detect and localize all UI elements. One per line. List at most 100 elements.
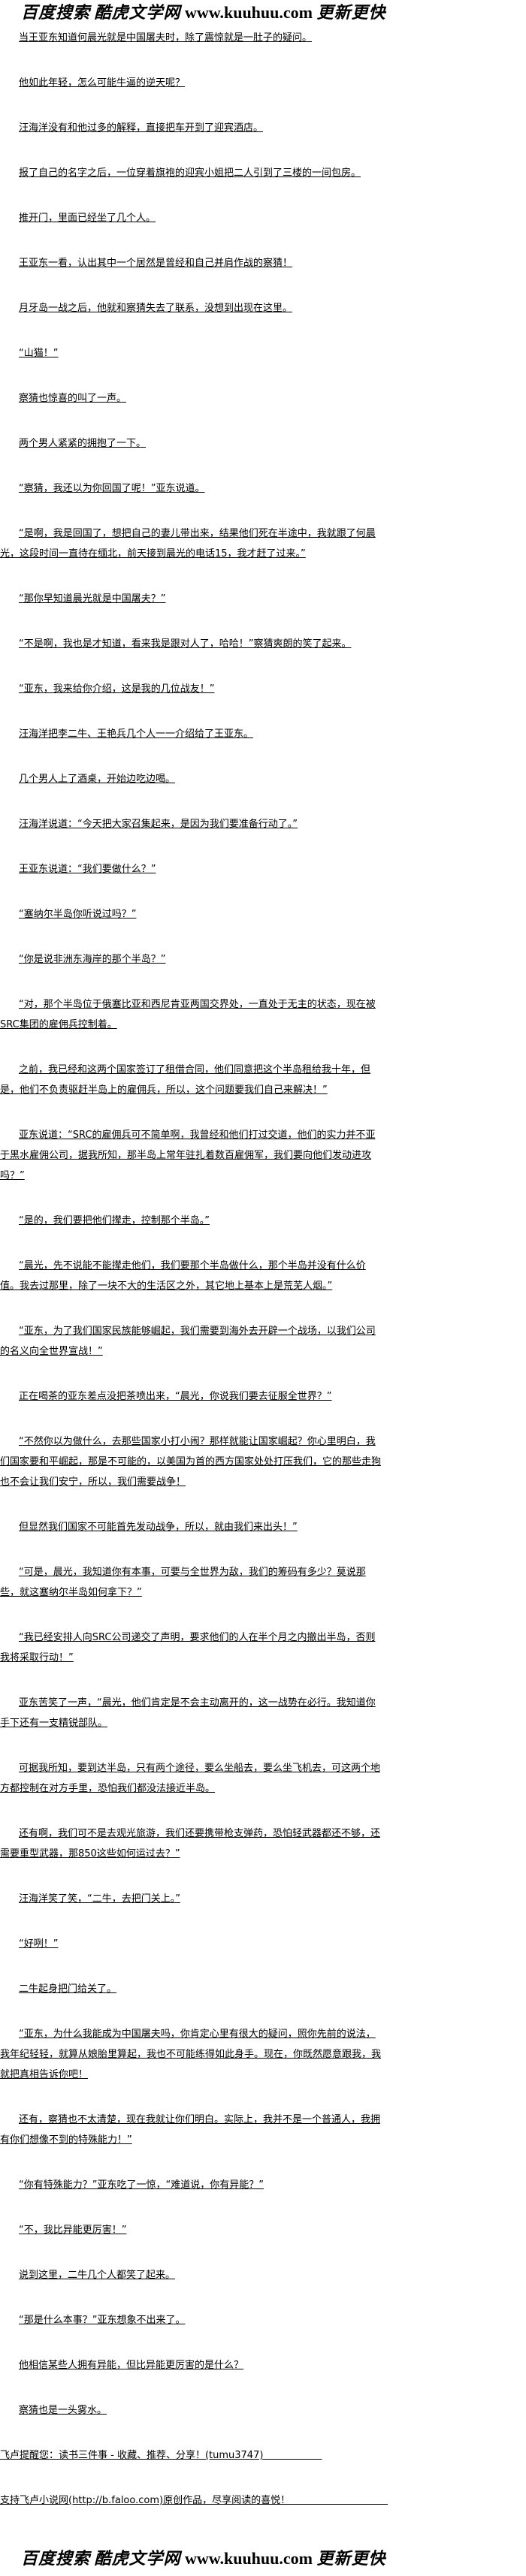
paragraph-text: 还有啊，我们可不是去观光旅游，我们还要携带枪支弹药，恐怕轻武器都还不够，还需要重… — [0, 1828, 381, 1860]
footer-reminder-text: 飞卢提醒您：读书三件事 - 收藏、推荐、分享！(tumu3747) — [0, 2450, 264, 2461]
paragraph-text: 可据我所知，要到达半岛，只有两个途径，要么坐船去，要么坐飞机去，可这两个地方都控… — [0, 1763, 381, 1794]
paragraph-text: “我已经安排人向SRC公司递交了声明，要求他们的人在半个月之内撤出半岛，否则我将… — [0, 1632, 376, 1664]
paragraph: 推开门，里面已经坐了几个人。 — [0, 208, 383, 228]
paragraph-text: “不然你以为做什么，去那些国家小打小闹？那样就能让国家崛起？你心里明白，我们国家… — [0, 1436, 382, 1488]
paragraph: “可是，晨光，我知道你有本事，可要与全世界为敌，我们的筹码有多少？莫说那些，就这… — [0, 1562, 383, 1603]
paragraph: 亚东苦笑了一声，“晨光，他们肯定是不会主动离开的，这一战势在必行。我知道你手下还… — [0, 1693, 383, 1733]
paragraph-text: 王亚东一看，认出其中一个居然是曾经和自己并肩作战的察猜！ — [19, 258, 293, 269]
paragraph: “不，我比异能更厉害！” — [0, 2220, 383, 2240]
banner-site-name: 酷虎文学网 — [94, 2549, 181, 2568]
paragraph: “不然你以为做什么，去那些国家小打小闹？那样就能让国家崛起？你心里明白，我们国家… — [0, 1431, 383, 1492]
paragraph-text: 报了自己的名字之后，一位穿着旗袍的迎宾小姐把二人引到了三楼的一间包房。 — [19, 167, 361, 179]
paragraph-text: 汪海洋把李二牛、王艳兵几个人一一介绍给了王亚东。 — [19, 728, 254, 740]
paragraph-text: 他如此年轻，怎么可能牛逼的逆天呢？ — [19, 77, 186, 89]
paragraph: 当王亚东知道何晨光就是中国屠夫时，除了震惊就是一肚子的疑问。 — [0, 28, 383, 48]
paragraph-text: 亚东说道：“SRC的雇佣兵可不简单啊，我曾经和他们打过交道，他们的实力并不亚于黑… — [0, 1130, 376, 1181]
paragraph-text: 汪海洋笑了笑，“二牛，去把门关上。” — [19, 1893, 180, 1905]
paragraph: 月牙岛一战之后，他就和察猜失去了联系，没想到出现在这里。 — [0, 298, 383, 318]
paragraph-text: “可是，晨光，我知道你有本事，可要与全世界为敌，我们的筹码有多少？莫说那些，就这… — [0, 1567, 366, 1598]
paragraph-text: “好咧！” — [19, 1938, 59, 1950]
paragraph-text: “是的，我们要把他们撵走，控制那个半岛。” — [19, 1215, 210, 1226]
paragraph: 汪海洋没有和他过多的解释，直接把车开到了迎宾酒店。 — [0, 118, 383, 138]
paragraph: “对，那个半岛位于俄塞比亚和西尼肯亚两国交界处，一直处于无主的状态，现在被SRC… — [0, 994, 383, 1035]
paragraph-text: “不，我比异能更厉害！” — [19, 2225, 127, 2236]
paragraph-text: 推开门，里面已经坐了几个人。 — [19, 213, 156, 224]
paragraph: “山猫！” — [0, 343, 383, 363]
site-banner-top: 百度搜索 酷虎文学网 www.kuuhuu.com 更新更快 — [21, 2, 385, 24]
paragraph-text: 他相信某些人拥有异能，但比异能更厉害的是什么？ — [19, 2360, 244, 2371]
paragraph-text: 但显然我们国家不可能首先发动战争，所以，就由我们来出头！” — [19, 1522, 298, 1533]
paragraph-text: 察猜也是一头雾水。 — [19, 2405, 107, 2416]
paragraph: 汪海洋说道：“今天把大家召集起来，是因为我们要准备行动了。” — [0, 814, 383, 834]
banner-search-text: 百度搜索 — [21, 3, 91, 22]
paragraph: 汪海洋笑了笑，“二牛，去把门关上。” — [0, 1889, 383, 1909]
paragraph-text: 之前，我已经和这两个国家签订了租借合同，他们同意把这个半岛租给我十年，但是，他们… — [0, 1064, 371, 1096]
paragraph: 还有，察猜也不太清楚，现在我就让你们明白。实际上，我并不是一个普通人，我拥有你们… — [0, 2110, 383, 2150]
paragraph: “亚东，为了我们国家民族能够崛起，我们需要到海外去开辟一个战场，以我们公司的名义… — [0, 1321, 383, 1362]
paragraph: “晨光，先不说能不能撵走他们，我们要那个半岛做什么，那个半岛并没有什么价值。我去… — [0, 1256, 383, 1296]
paragraph: 两个男人紧紧的拥抱了一下。 — [0, 433, 383, 454]
paragraph-text: “塞纳尔半岛你听说过吗？” — [19, 909, 137, 920]
paragraph-text: “那你早知道晨光就是中国屠夫？” — [19, 593, 166, 605]
paragraph: “你有特殊能力？”亚东吃了一惊，“难道说，你有异能？” — [0, 2175, 383, 2195]
banner-url[interactable]: www.kuuhuu.com — [185, 2549, 313, 2568]
site-banner-bottom: 百度搜索 酷虎文学网 www.kuuhuu.com 更新更快 — [21, 2547, 385, 2570]
paragraph: “亚东，我来给你介绍，这是我的几位战友！” — [0, 679, 383, 699]
paragraph-text: 察猜也惊喜的叫了一声。 — [19, 393, 127, 404]
paragraph: “你是说非洲东海岸的那个半岛？” — [0, 949, 383, 970]
paragraph-text: 月牙岛一战之后，他就和察猜失去了联系，没想到出现在这里。 — [19, 303, 293, 314]
paragraph: 但显然我们国家不可能首先发动战争，所以，就由我们来出头！” — [0, 1517, 383, 1537]
paragraph-text: 两个男人紧紧的拥抱了一下。 — [19, 438, 147, 449]
paragraph-text: 正在喝茶的亚东差点没把茶喷出来，“晨光，你说我们要去征服全世界？” — [19, 1391, 332, 1402]
paragraph-text: 还有，察猜也不太清楚，现在我就让你们明白。实际上，我并不是一个普通人，我拥有你们… — [0, 2114, 381, 2146]
paragraph-text: 当王亚东知道何晨光就是中国屠夫时，除了震惊就是一肚子的疑问。 — [19, 32, 313, 44]
paragraph-text: “亚东，我来给你介绍，这是我的几位战友！” — [19, 683, 215, 695]
paragraph-text: 汪海洋说道：“今天把大家召集起来，是因为我们要准备行动了。” — [19, 819, 298, 830]
footer-reminder: 飞卢提醒您：读书三件事 - 收藏、推荐、分享！(tumu3747) — [0, 2445, 383, 2466]
paragraph: “塞纳尔半岛你听说过吗？” — [0, 904, 383, 925]
paragraph: “那你早知道晨光就是中国屠夫？” — [0, 589, 383, 609]
paragraph: 他相信某些人拥有异能，但比异能更厉害的是什么？ — [0, 2355, 383, 2375]
paragraph-text: “察猜，我还以为你回国了呢！”亚东说道。 — [19, 483, 205, 494]
paragraph-text: “山猫！” — [19, 348, 59, 359]
paragraph: 王亚东一看，认出其中一个居然是曾经和自己并肩作战的察猜！ — [0, 253, 383, 273]
paragraph: “我已经安排人向SRC公司递交了声明，要求他们的人在半个月之内撤出半岛，否则我将… — [0, 1627, 383, 1668]
paragraph-text: “晨光，先不说能不能撵走他们，我们要那个半岛做什么，那个半岛并没有什么价值。我去… — [0, 1260, 366, 1292]
paragraph-text: 几个男人上了酒桌，开始边吃边喝。 — [19, 774, 176, 785]
banner-slogan: 更新更快 — [316, 3, 386, 22]
banner-site-name: 酷虎文学网 — [94, 3, 181, 22]
paragraph: “察猜，我还以为你回国了呢！”亚东说道。 — [0, 478, 383, 499]
paragraph-text: “那是什么本事？”亚东想象不出来了。 — [19, 2315, 186, 2326]
paragraph-text: “亚东，为了我们国家民族能够崛起，我们需要到海外去开辟一个战场，以我们公司的名义… — [0, 1326, 376, 1357]
paragraph: 还有啊，我们可不是去观光旅游，我们还要携带枪支弹药，恐怕轻武器都还不够，还需要重… — [0, 1823, 383, 1864]
banner-url[interactable]: www.kuuhuu.com — [185, 3, 313, 22]
paragraph: 王亚东说道：“我们要做什么？” — [0, 859, 383, 879]
paragraph: 他如此年轻，怎么可能牛逼的逆天呢？ — [0, 73, 383, 93]
paragraph: 亚东说道：“SRC的雇佣兵可不简单啊，我曾经和他们打过交道，他们的实力并不亚于黑… — [0, 1125, 383, 1186]
paragraph: 说到这里，二牛几个人都笑了起来。 — [0, 2265, 383, 2285]
paragraph: “亚东，为什么我能成为中国屠夫吗，你肯定心里有很大的疑问，照你先前的说法，我年纪… — [0, 2024, 383, 2085]
paragraph-text: “对，那个半岛位于俄塞比亚和西尼肯亚两国交界处，一直处于无主的状态，现在被SRC… — [0, 999, 376, 1030]
footer-support: 支持飞卢小说网(http://b.faloo.com)原创作品，尽享阅读的喜悦！ — [0, 2490, 383, 2511]
chapter-text: 当王亚东知道何晨光就是中国屠夫时，除了震惊就是一肚子的疑问。他如此年轻，怎么可能… — [0, 28, 383, 2535]
paragraph: 察猜也惊喜的叫了一声。 — [0, 388, 383, 409]
paragraph: “是啊，我是回国了，想把自己的妻儿带出来，结果他们死在半途中，我就跟了何晨光，这… — [0, 523, 383, 564]
paragraph-text: “亚东，为什么我能成为中国屠夫吗，你肯定心里有很大的疑问，照你先前的说法，我年纪… — [0, 2029, 382, 2080]
paragraph: 几个男人上了酒桌，开始边吃边喝。 — [0, 769, 383, 789]
paragraph-text: “你是说非洲东海岸的那个半岛？” — [19, 954, 166, 965]
paragraph-text: 王亚东说道：“我们要做什么？” — [19, 864, 156, 875]
paragraph-text: 说到这里，二牛几个人都笑了起来。 — [19, 2270, 176, 2281]
paragraph: “不是啊，我也是才知道，看来我是跟对人了，哈哈！”察猜爽朗的笑了起来。 — [0, 634, 383, 654]
footer-support-text: 支持飞卢小说网(http://b.faloo.com)原创作品，尽享阅读的喜悦！ — [0, 2495, 291, 2506]
paragraph-text: 二牛起身把门给关了。 — [19, 1983, 117, 1995]
paragraph: “是的，我们要把他们撵走，控制那个半岛。” — [0, 1211, 383, 1231]
paragraph: 报了自己的名字之后，一位穿着旗袍的迎宾小姐把二人引到了三楼的一间包房。 — [0, 163, 383, 183]
banner-search-text: 百度搜索 — [21, 2549, 91, 2568]
paragraph: 正在喝茶的亚东差点没把茶喷出来，“晨光，你说我们要去征服全世界？” — [0, 1386, 383, 1407]
paragraph: 之前，我已经和这两个国家签订了租借合同，他们同意把这个半岛租给我十年，但是，他们… — [0, 1060, 383, 1100]
underline-padding — [290, 2495, 388, 2506]
paragraph-text: “不是啊，我也是才知道，看来我是跟对人了，哈哈！”察猜爽朗的笑了起来。 — [19, 638, 352, 650]
paragraph: 可据我所知，要到达半岛，只有两个途径，要么坐船去，要么坐飞机去，可这两个地方都控… — [0, 1758, 383, 1799]
paragraph-text: 汪海洋没有和他过多的解释，直接把车开到了迎宾酒店。 — [19, 122, 264, 134]
paragraph: “好咧！” — [0, 1934, 383, 1954]
